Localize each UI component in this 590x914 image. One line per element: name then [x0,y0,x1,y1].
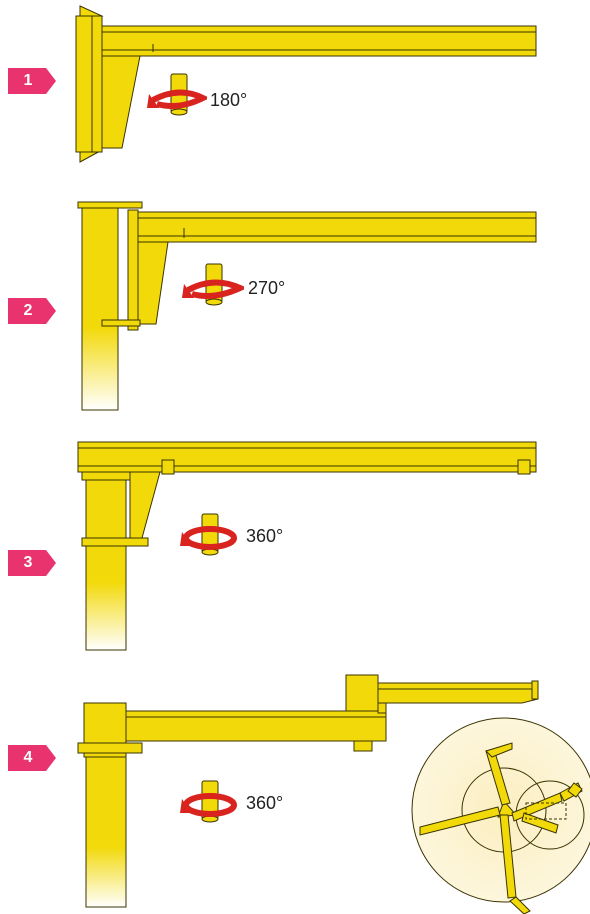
variant-badge: 1 [8,68,62,94]
rotation-angle-label: 180° [210,90,248,110]
rotation-icon [180,513,237,556]
variant-number: 2 [23,302,33,319]
variant-badge: 4 [8,745,62,771]
articulated-jib-crane-drawing [77,674,590,914]
top-view-coverage-diagram [411,717,590,914]
rotation-angle-label: 360° [246,793,284,813]
rotation-icon [180,780,237,823]
variant-number: 3 [23,554,33,571]
rotation-angle-label: 360° [246,526,284,546]
variant-3-panel: 3 360° [0,430,590,655]
variant-badge: 2 [8,298,62,324]
variant-number: 4 [23,749,33,766]
variant-2-panel: 2 270° [0,190,590,415]
variant-number: 1 [23,72,33,89]
wall-mounted-crane-drawing [75,5,537,163]
pillar-jib-crane-drawing [77,441,537,651]
rotation-icon [147,73,207,116]
variant-badge: 3 [8,550,62,576]
variant-4-panel: 4 360° [0,665,590,914]
rotation-icon [182,263,244,306]
variant-1-panel: 1 180° [0,0,590,180]
rotation-angle-label: 270° [248,278,286,298]
column-mounted-crane-drawing [77,201,537,411]
